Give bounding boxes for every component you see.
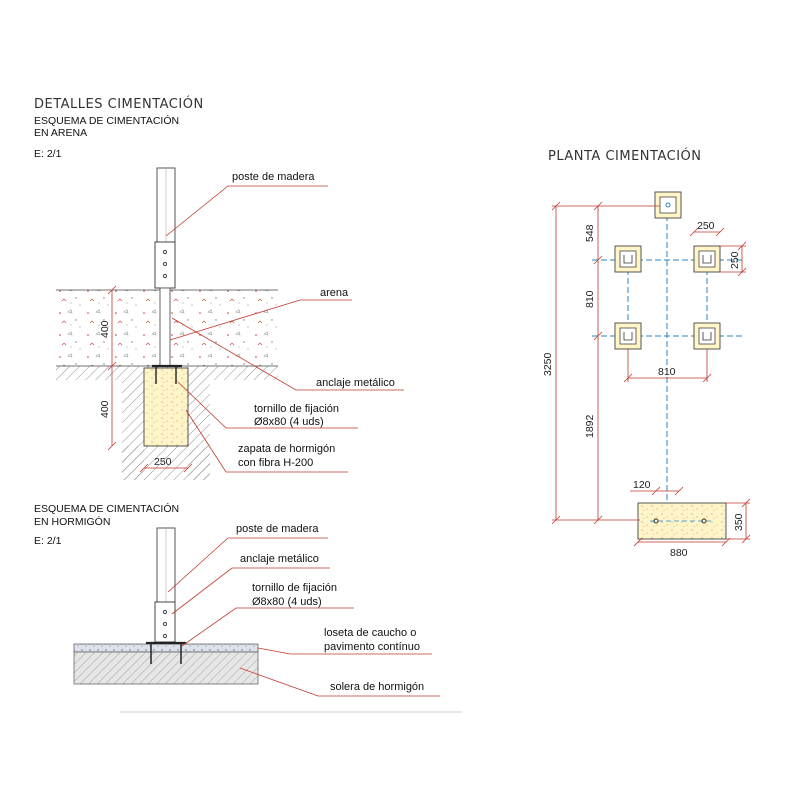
footing-slab [637,502,727,540]
label-bolt-2-1: tornillo de fijación [252,582,337,594]
rubber-tile [73,643,259,653]
detail-concrete: ESQUEMA DE CIMENTACIÓN EN HORMIGÓN E: 2/… [34,502,462,713]
dim-top-offset: 548 [584,224,596,242]
dim-grid-h: 810 [658,366,676,378]
concrete-title-line2: EN HORMIGÓN [34,515,110,528]
metal-anchor [154,241,176,289]
label-footing-1: zapata de hormigón [238,443,335,455]
label-footing-2: con fibra H-200 [238,457,313,469]
footing-tl [614,245,642,273]
detail-sand: ESQUEMA DE CIMENTACIÓN EN ARENA E: 2/1 4… [34,114,404,480]
footing-tr [693,245,721,273]
sand-scale: E: 2/1 [34,148,62,160]
label-bolt-1: tornillo de fijación [254,403,339,415]
concrete-title-line1: ESQUEMA DE CIMENTACIÓN [34,502,179,515]
footing-br [693,322,721,350]
sand-title-line2: EN ARENA [34,127,87,139]
dim-sand-depth: 400 [99,320,111,338]
label-bolt-2: Ø8x80 (4 uds) [254,416,324,428]
label-sand: arena [320,287,349,299]
label-anchor: anclaje metálico [316,377,395,389]
label-bolt-2-2: Ø8x80 (4 uds) [252,596,322,608]
sand-title-line1: ESQUEMA DE CIMENTACIÓN [34,114,179,127]
dim-footing-w: 250 [697,220,715,232]
dim-footing-depth: 400 [99,400,111,418]
foundation-plan: 3250 548 810 1892 250 250 810 120 [542,191,751,559]
dim-total-height: 3250 [542,352,554,376]
footing-top [654,191,682,219]
label-slab: solera de hormigón [330,681,424,693]
dim-footing-h: 250 [729,251,741,269]
main-title: DETALLES CIMENTACIÓN [34,96,204,112]
dim-slab-w: 880 [670,547,688,559]
label-wood-post-2: poste de madera [236,523,319,535]
label-anchor-2: anclaje metálico [240,553,319,565]
dim-slab-h: 350 [733,513,745,531]
dim-grid-v: 810 [584,290,596,308]
dim-footing-width: 250 [154,456,172,468]
label-tile-1: loseta de caucho o [324,627,416,639]
label-tile-2: pavimento contínuo [324,641,420,653]
concrete-footing [143,367,189,447]
plan-title: PLANTA CIMENTACIÓN [548,148,702,164]
dim-bottom-span: 1892 [584,414,596,438]
dim-slab-offset: 120 [633,479,651,491]
label-wood-post: poste de madera [232,171,315,183]
concrete-scale: E: 2/1 [34,535,62,547]
footing-bl [614,322,642,350]
